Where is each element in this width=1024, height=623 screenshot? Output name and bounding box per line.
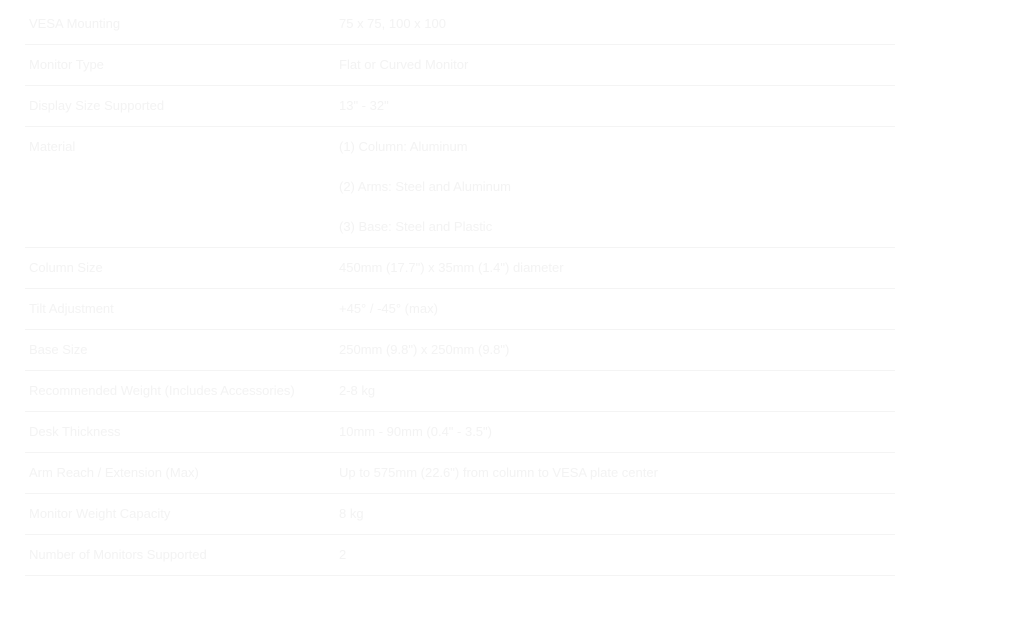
spec-row: Tilt Adjustment +45° / -45° (max): [25, 289, 895, 330]
spec-row: Column Size 450mm (17.7") x 35mm (1.4") d…: [25, 248, 895, 289]
spec-label: Desk Thickness: [29, 424, 121, 439]
spec-value-line: 10mm - 90mm (0.4" - 3.5"): [339, 424, 492, 439]
spec-row: Monitor Type Flat or Curved Monitor: [25, 45, 895, 86]
spec-label: Tilt Adjustment: [29, 301, 114, 316]
spec-value-line: 75 x 75, 100 x 100: [339, 16, 446, 31]
spec-row: Base Size 250mm (9.8") x 250mm (9.8"): [25, 330, 895, 371]
spec-label: Column Size: [29, 260, 103, 275]
spec-label: Base Size: [29, 342, 88, 357]
spec-label: Monitor Type: [29, 57, 104, 72]
spec-value: 250mm (9.8") x 250mm (9.8"): [335, 330, 895, 371]
spec-row: Recommended Weight (Includes Accessories…: [25, 371, 895, 412]
spec-row: Display Size Supported 13" - 32": [25, 86, 895, 127]
spec-value-line: 2: [339, 547, 347, 562]
spec-row: Monitor Weight Capacity 8 kg: [25, 494, 895, 535]
spec-value-line: 8 kg: [339, 506, 364, 521]
spec-value: Up to 575mm (22.6") from column to VESA …: [335, 453, 895, 494]
spec-value: 450mm (17.7") x 35mm (1.4") diameter: [335, 248, 895, 289]
spec-row: Desk Thickness 10mm - 90mm (0.4" - 3.5"): [25, 412, 895, 453]
spec-value-line: 13" - 32": [339, 98, 389, 113]
spec-row: Number of Monitors Supported 2: [25, 535, 895, 576]
spec-value-line: 250mm (9.8") x 250mm (9.8"): [339, 342, 510, 357]
spec-value: (1) Column: Aluminum (2) Arms: Steel and …: [335, 127, 895, 248]
spec-label: VESA Mounting: [29, 16, 121, 31]
spec-label: Arm Reach / Extension (Max): [29, 465, 199, 480]
spec-value-line: (2) Arms: Steel and Aluminum: [339, 179, 511, 194]
spec-value-line: Up to 575mm (22.6") from column to VESA …: [339, 465, 658, 480]
spec-value: 8 kg: [335, 494, 895, 535]
spec-label: Monitor Weight Capacity: [29, 506, 171, 521]
spec-value: 2-8 kg: [335, 371, 895, 412]
spec-value: 75 x 75, 100 x 100: [335, 4, 895, 45]
spec-label: Recommended Weight (Includes Accessories…: [29, 383, 295, 398]
spec-label: Display Size Supported: [29, 98, 165, 113]
spec-row: VESA Mounting 75 x 75, 100 x 100: [25, 4, 895, 45]
spec-value: 2: [335, 535, 895, 576]
spec-row: Arm Reach / Extension (Max) Up to 575mm (…: [25, 453, 895, 494]
spec-value: 10mm - 90mm (0.4" - 3.5"): [335, 412, 895, 453]
spec-value-line: Flat or Curved Monitor: [339, 57, 469, 72]
spec-value-line: 450mm (17.7") x 35mm (1.4") diameter: [339, 260, 564, 275]
spec-value-line: +45° / -45° (max): [339, 301, 438, 316]
spec-row: Material (1) Column: Aluminum (2) Arms: St…: [25, 127, 895, 248]
spec-value: 13" - 32": [335, 86, 895, 127]
spec-value: Flat or Curved Monitor: [335, 45, 895, 86]
spec-value-line: 2-8 kg: [339, 383, 376, 398]
spec-value: +45° / -45° (max): [335, 289, 895, 330]
spec-value-line: (1) Column: Aluminum: [339, 139, 468, 154]
spec-value-line: (3) Base: Steel and Plastic: [339, 219, 493, 234]
spec-label: Number of Monitors Supported: [29, 547, 207, 562]
spec-label: Material: [29, 139, 76, 154]
